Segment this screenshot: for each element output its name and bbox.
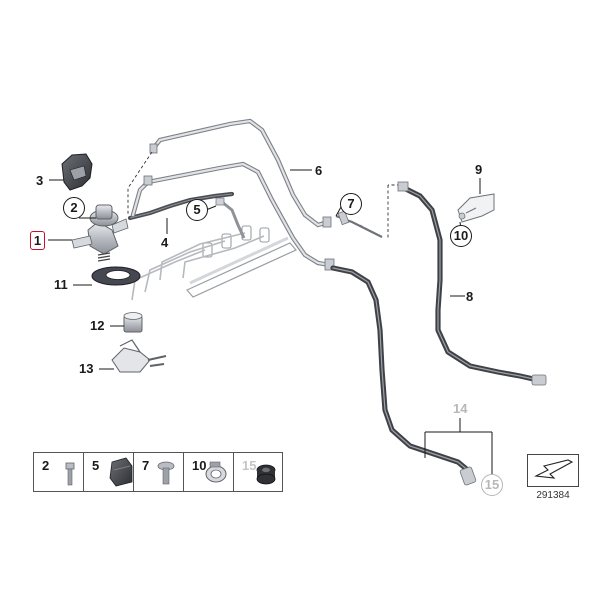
reference-arrow-icon [534, 459, 574, 479]
callout-12: 12 [90, 318, 105, 333]
strip-cell-5[interactable]: 5 [84, 453, 134, 491]
strip-cell-7[interactable]: 7 [134, 453, 184, 491]
clip-7 [335, 210, 383, 238]
strip-num-7: 7 [142, 458, 150, 473]
strip-cell-2[interactable]: 2 [34, 453, 84, 491]
strip-bolt-washer-icon [157, 461, 175, 485]
sealing-ring-11 [91, 266, 141, 286]
fuel-line-6 [130, 118, 335, 271]
callout-10: 10 [450, 225, 472, 247]
parts-strip: 2 5 7 10 15 [33, 452, 283, 492]
callout-4: 4 [161, 235, 169, 250]
callout-1-selected[interactable]: 1 [30, 231, 45, 250]
strip-grommet-icon [256, 464, 276, 485]
callout-6: 6 [315, 163, 323, 178]
hose-8 [397, 181, 547, 386]
sound-cover-3 [61, 153, 93, 191]
callout-15: 15 [481, 474, 503, 496]
reference-number: 291384 [536, 490, 570, 501]
callout-9: 9 [475, 162, 483, 177]
fuel-rail [131, 197, 297, 301]
callout-2: 2 [63, 197, 85, 219]
reference-box [527, 454, 579, 487]
strip-cell-10[interactable]: 10 [184, 453, 234, 491]
strip-damper-icon [109, 457, 133, 487]
strip-num-15: 15 [242, 458, 257, 473]
callout-13: 13 [79, 361, 94, 376]
bracket-9 [457, 193, 495, 223]
callout-14: 14 [453, 401, 468, 416]
callout-3: 3 [36, 173, 44, 188]
callout-7: 7 [340, 193, 362, 215]
pressure-sensor [215, 197, 246, 239]
callout-11: 11 [54, 277, 68, 292]
strip-bolt-icon [65, 462, 75, 486]
high-pressure-pump [71, 204, 129, 262]
strip-num-10: 10 [192, 458, 207, 473]
strip-num-5: 5 [92, 458, 100, 473]
callout-8: 8 [466, 289, 474, 304]
strip-hose-clamp-icon [205, 461, 227, 483]
clamp-13 [111, 339, 167, 373]
hose-14 [330, 265, 477, 486]
callout-5: 5 [186, 199, 208, 221]
strip-num-2: 2 [42, 458, 50, 473]
strip-cell-15[interactable]: 15 [234, 453, 282, 491]
sleeve-12 [123, 312, 143, 333]
